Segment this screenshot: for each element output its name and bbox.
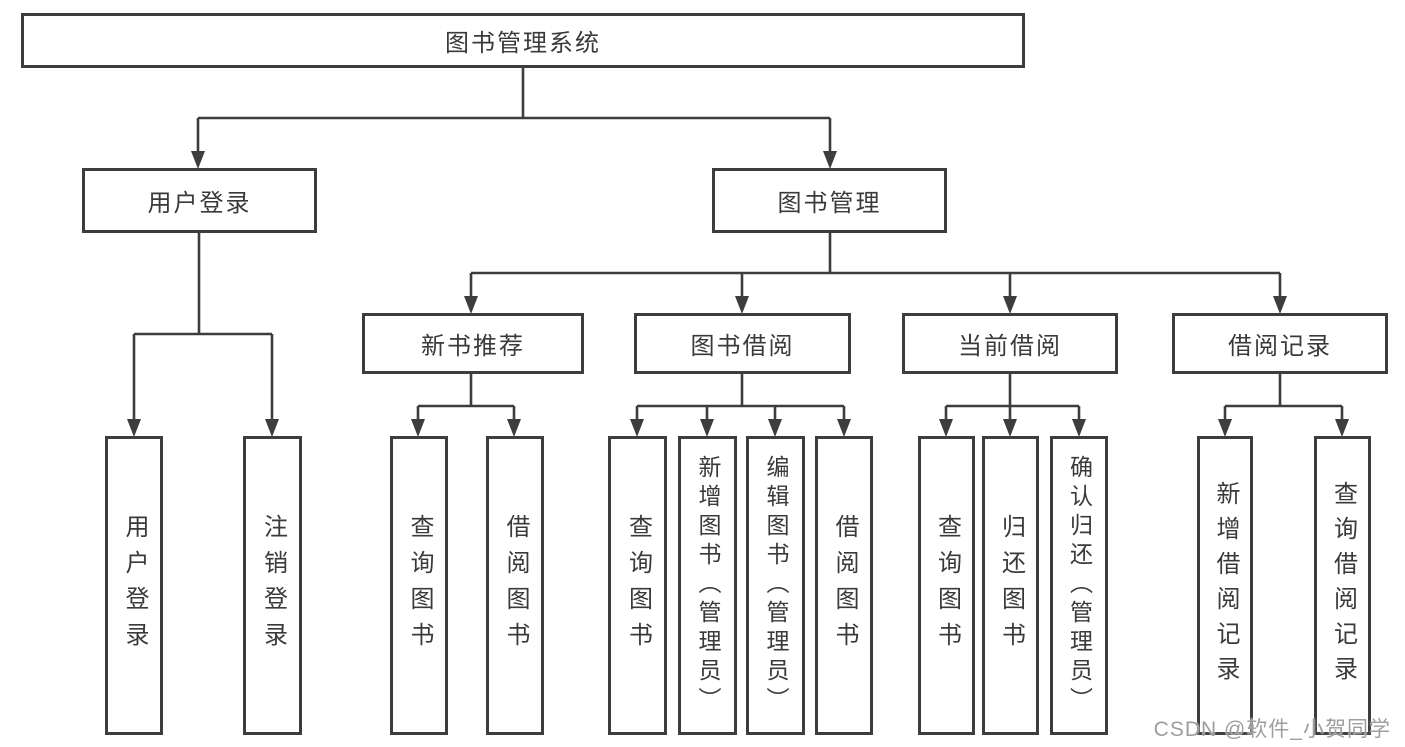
arrowhead-icons xyxy=(127,151,1349,437)
node-current-borrow: 当前借阅 xyxy=(902,313,1118,374)
node-root-label: 图书管理系统 xyxy=(445,30,601,57)
leaf-add-borrow-record: 新增借阅记录 xyxy=(1197,436,1253,735)
node-book-management-label: 图书管理 xyxy=(777,190,882,217)
leaf-borrow-add-books-admin-label: 新增图书（管理员） xyxy=(695,455,721,716)
leaf-recommend-borrow-books-label: 借阅图书 xyxy=(502,513,529,658)
node-current-borrow-label: 当前借阅 xyxy=(958,333,1062,360)
node-borrow-records-label: 借阅记录 xyxy=(1228,333,1332,360)
leaf-recommend-borrow-books: 借阅图书 xyxy=(486,436,544,735)
leaf-current-return-books: 归还图书 xyxy=(982,436,1039,735)
leaf-borrow-query-books: 查询图书 xyxy=(608,436,667,735)
leaf-recommend-query-books: 查询图书 xyxy=(390,436,448,735)
leaf-current-return-books-label: 归还图书 xyxy=(997,513,1025,658)
leaf-current-confirm-return-admin: 确认归还（管理员） xyxy=(1050,436,1108,735)
node-book-management: 图书管理 xyxy=(712,168,947,233)
leaf-query-borrow-record-label: 查询借阅记录 xyxy=(1329,480,1357,691)
csdn-watermark: CSDN @软件_小贺同学 xyxy=(1153,718,1391,741)
node-root-system: 图书管理系统 xyxy=(21,13,1025,68)
node-user-login: 用户登录 xyxy=(82,168,317,233)
leaf-logout: 注销登录 xyxy=(243,436,302,735)
leaf-borrow-edit-books-admin: 编辑图书（管理员） xyxy=(746,436,805,735)
node-borrow-records: 借阅记录 xyxy=(1172,313,1388,374)
leaf-recommend-query-books-label: 查询图书 xyxy=(406,513,433,658)
leaf-query-borrow-record: 查询借阅记录 xyxy=(1314,436,1371,735)
leaf-user-login: 用户登录 xyxy=(105,436,163,735)
leaf-add-borrow-record-label: 新增借阅记录 xyxy=(1212,480,1239,691)
leaf-borrow-borrow-books: 借阅图书 xyxy=(815,436,873,735)
node-new-book-recommend-label: 新书推荐 xyxy=(421,333,525,360)
node-new-book-recommend: 新书推荐 xyxy=(362,313,584,374)
leaf-current-query-books: 查询图书 xyxy=(918,436,975,735)
node-user-login-label: 用户登录 xyxy=(147,190,252,217)
leaf-borrow-query-books-label: 查询图书 xyxy=(624,513,652,658)
leaf-logout-label: 注销登录 xyxy=(259,513,287,658)
leaf-borrow-borrow-books-label: 借阅图书 xyxy=(831,513,858,658)
leaf-borrow-add-books-admin: 新增图书（管理员） xyxy=(678,436,737,735)
leaf-user-login-label: 用户登录 xyxy=(121,513,148,658)
leaf-current-confirm-return-admin-label: 确认归还（管理员） xyxy=(1066,455,1093,716)
node-book-borrow: 图书借阅 xyxy=(634,313,851,374)
leaf-current-query-books-label: 查询图书 xyxy=(933,513,961,658)
leaf-borrow-edit-books-admin-label: 编辑图书（管理员） xyxy=(763,455,789,716)
node-book-borrow-label: 图书借阅 xyxy=(690,333,795,360)
